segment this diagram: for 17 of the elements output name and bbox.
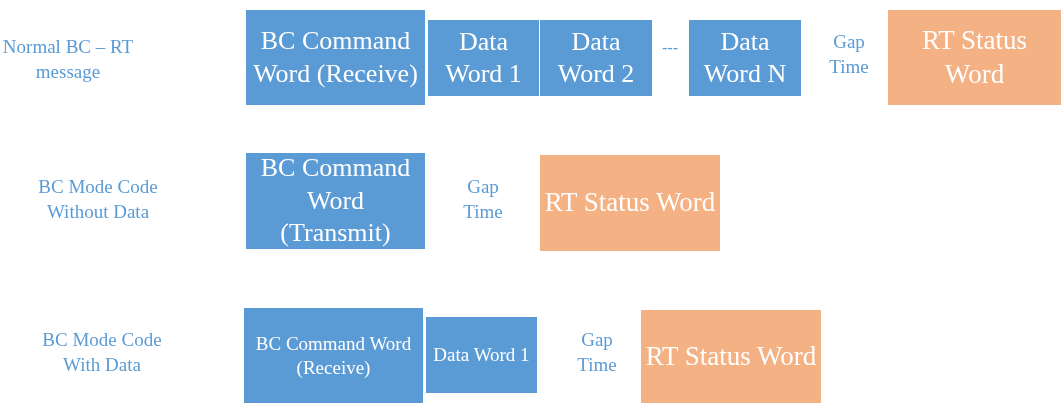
gap-time-label: Gap Time xyxy=(462,175,504,225)
status-word-box: RT Status Word xyxy=(888,10,1062,105)
gap-time-label: Gap Time xyxy=(576,328,618,378)
command-word-box: BC Command Word (Transmit) xyxy=(246,153,426,249)
data-word-box: Data Word N xyxy=(689,20,802,96)
data-word-box: Data Word 1 xyxy=(426,317,538,393)
row-label: BC Mode Code With Data xyxy=(41,328,163,378)
status-word-box: RT Status Word xyxy=(641,310,822,403)
command-word-box: BC Command Word (Receive) xyxy=(244,308,424,403)
data-word-box: Data Word 2 xyxy=(540,20,653,96)
row-label: BC Mode Code Without Data xyxy=(37,175,159,225)
status-word-box: RT Status Word xyxy=(540,155,721,251)
data-word-box: Data Word 1 xyxy=(428,20,540,96)
gap-time-label: Gap Time xyxy=(828,30,870,80)
row-label: Normal BC – RT message xyxy=(1,35,135,85)
command-word-box: BC Command Word (Receive) xyxy=(246,10,426,105)
ellipsis-mark: --- xyxy=(661,37,679,58)
